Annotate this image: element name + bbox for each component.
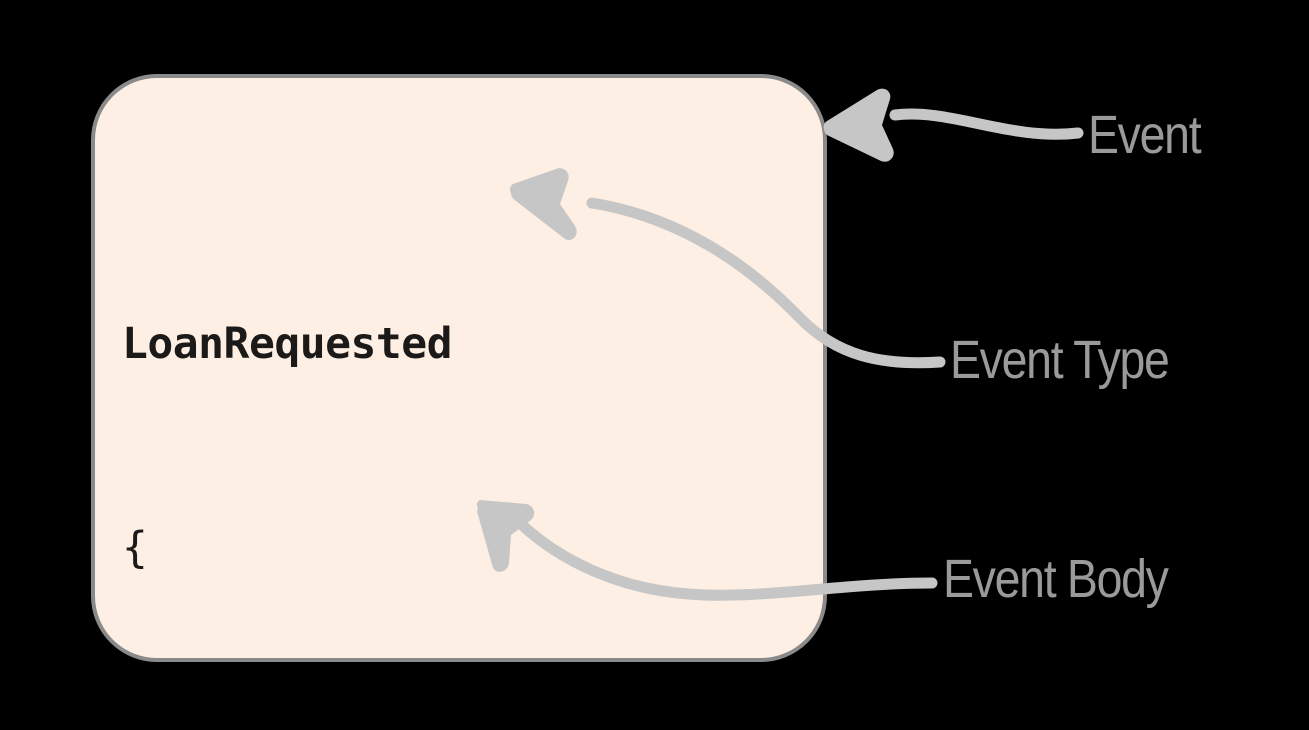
event-code-block: LoanRequested { id: 123, amount: 100, bo… xyxy=(122,174,717,730)
event-arrow xyxy=(823,88,1084,162)
event-type-text: LoanRequested xyxy=(122,319,453,369)
event-arrow-head xyxy=(823,88,894,162)
annotation-label-event: Event xyxy=(1088,105,1202,165)
annotation-label-event-type: Event Type xyxy=(950,330,1170,390)
annotation-label-event-body: Event Body xyxy=(943,549,1169,609)
brace-open-text: { xyxy=(122,523,148,573)
event-arrow-line xyxy=(889,108,1084,140)
event-card: LoanRequested { id: 123, amount: 100, bo… xyxy=(91,74,827,730)
field-id-text: id: 123, xyxy=(122,718,717,730)
